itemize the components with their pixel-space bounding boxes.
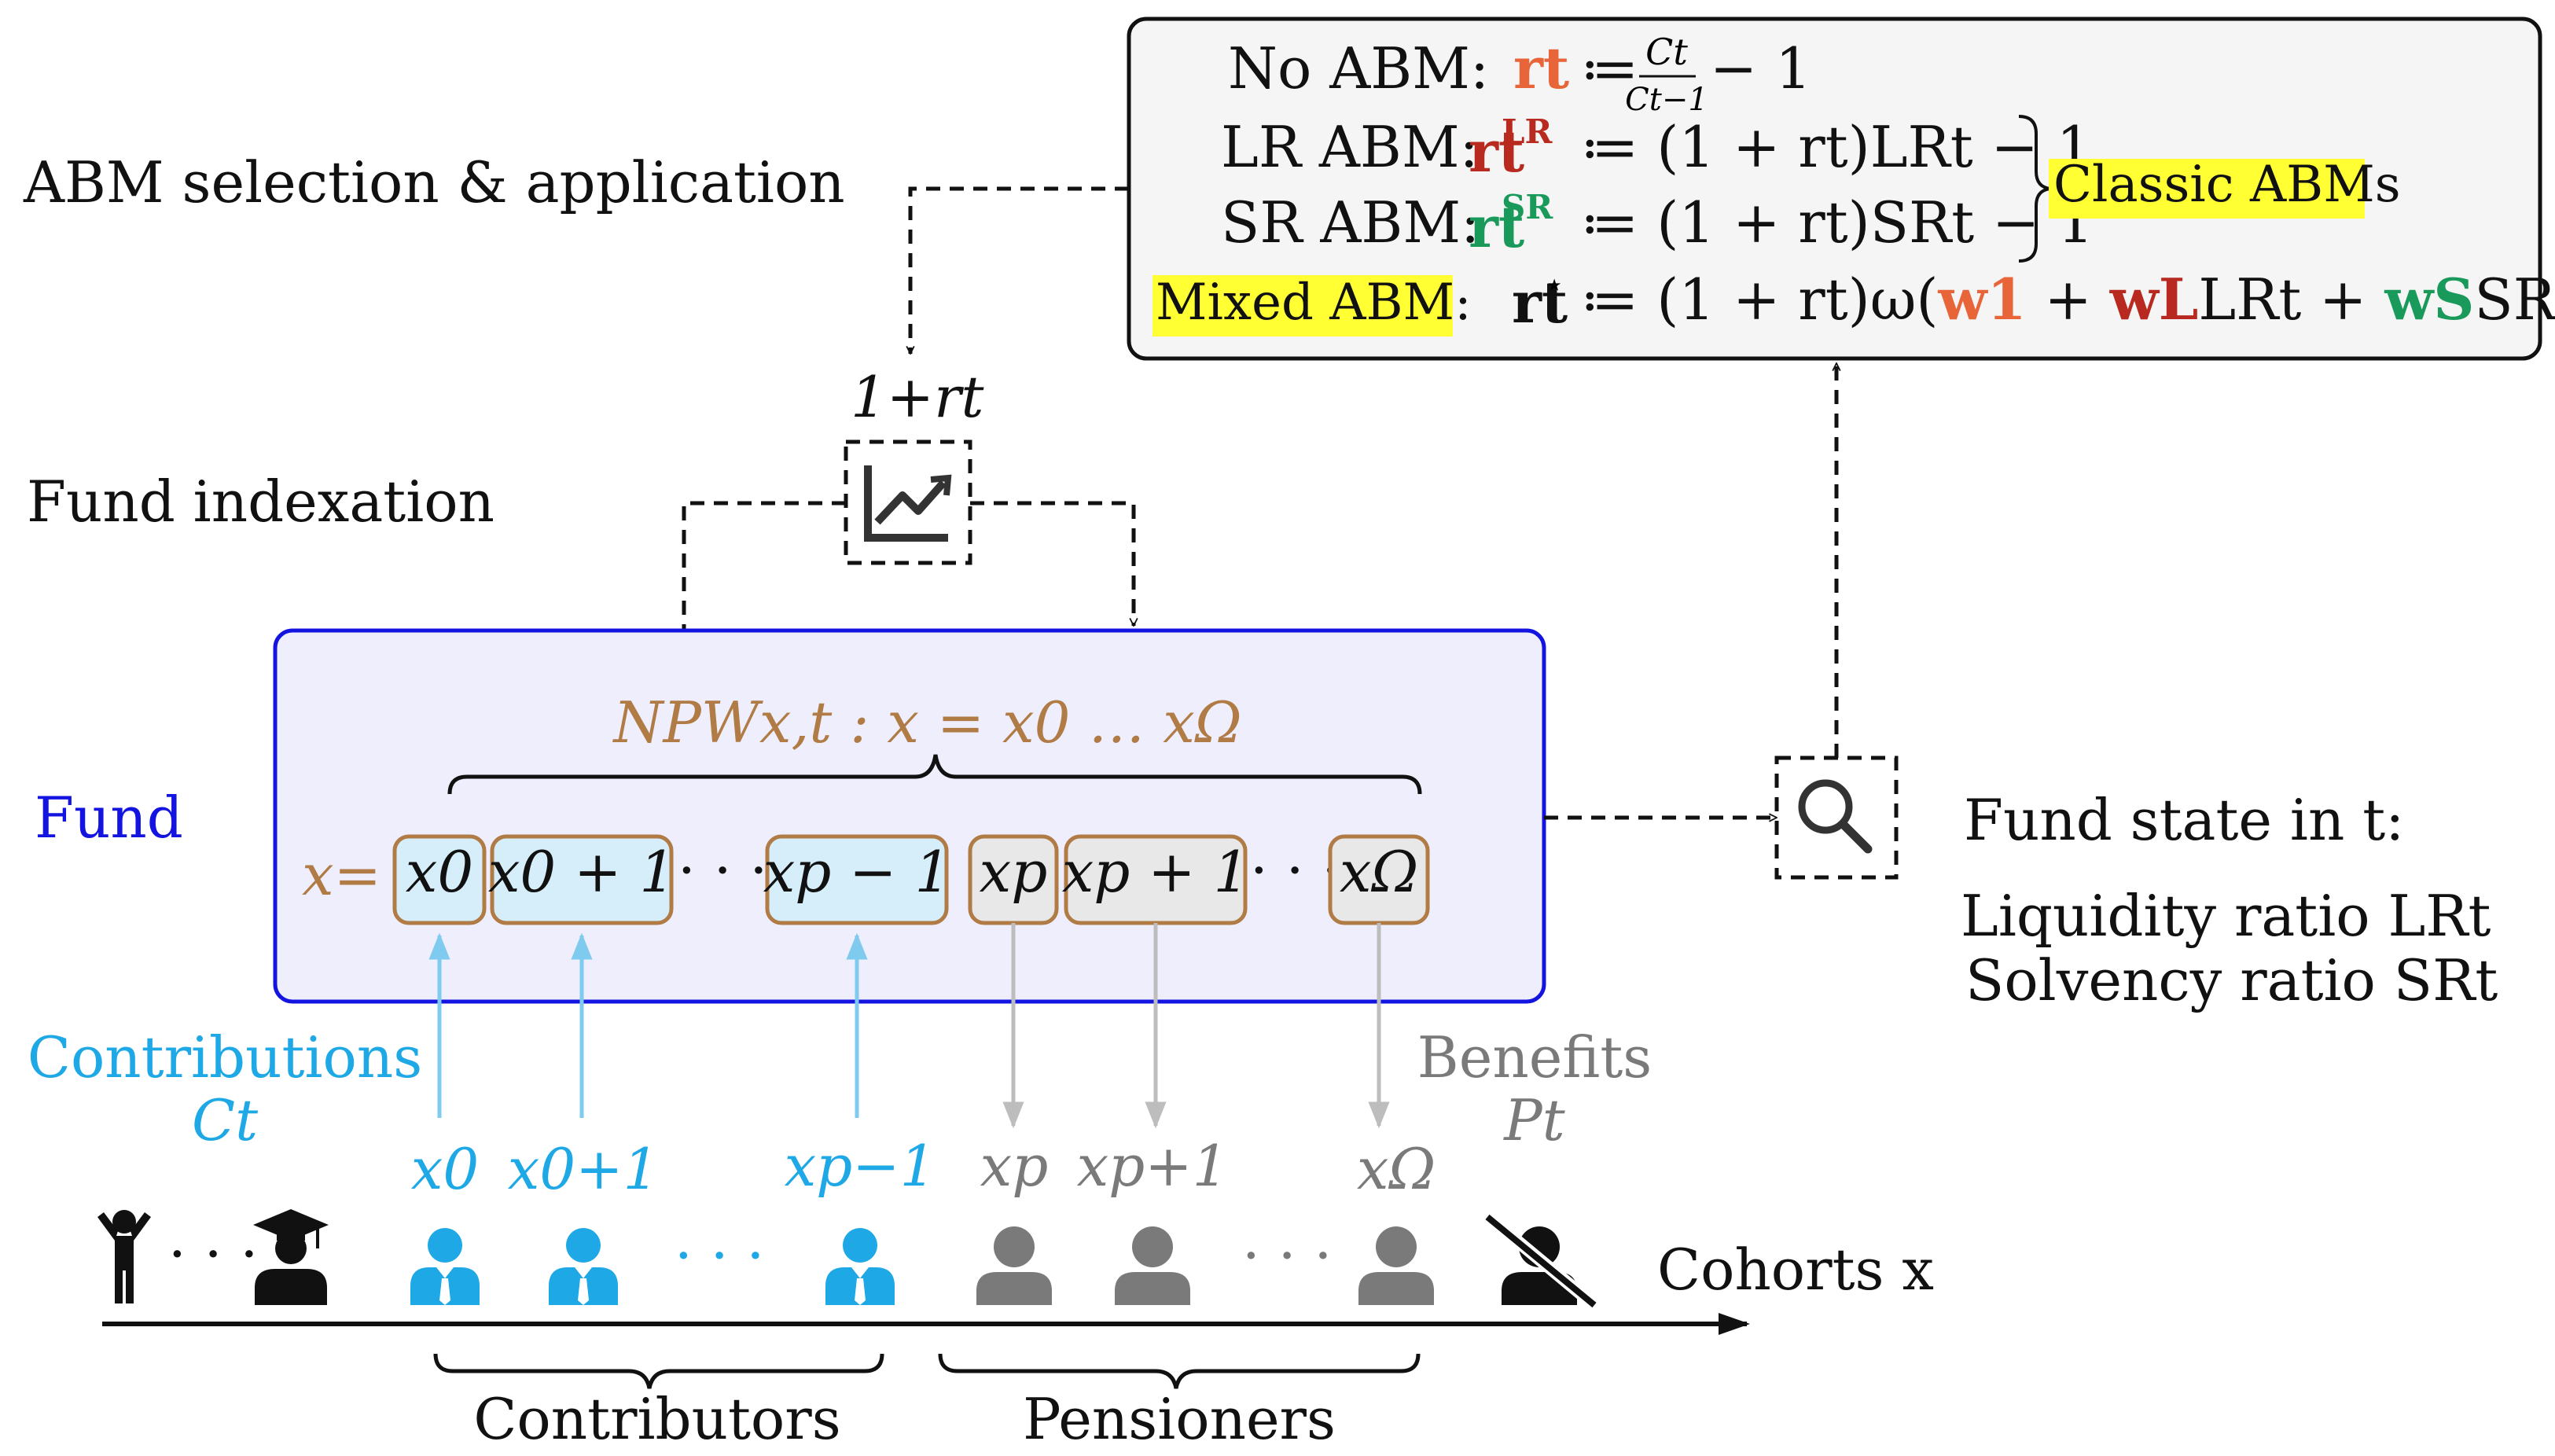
child-icon [97, 1210, 151, 1303]
mixed-w1: w1 [1938, 266, 2027, 333]
solvency-ratio-label: Solvency ratio SRt [1965, 947, 2498, 1013]
mixed-abm-rhs: ≔ (1 + rt)ω(w1 + wLLRt + wSSRt) − 1 [1580, 266, 2555, 333]
npw-box-label: xp [980, 839, 1048, 905]
mixed-abm-rhs-a: ≔ (1 + rt)ω( [1580, 267, 1939, 333]
dots-pensioners: · · · [1242, 1223, 1332, 1289]
no-abm-numerator: Ct [1645, 31, 1688, 73]
npw-dots-pension: · · · [1250, 837, 1340, 903]
mixed-abm-sup: ⋆ [1544, 265, 1564, 303]
pensioners-label: Pensioners [1023, 1386, 1336, 1452]
pensioners-brace [938, 1353, 1421, 1389]
person-tie-icon [410, 1228, 480, 1305]
person-icon [1115, 1226, 1190, 1305]
abm-selection-label: ABM selection & application [23, 149, 845, 215]
cohort-label: xp−1 [785, 1133, 936, 1199]
cohort-label: xΩ [1357, 1136, 1436, 1202]
npw-dots-contrib: · · · [678, 837, 767, 903]
lr-abm-sup: LR [1502, 112, 1553, 151]
person-icon [1358, 1226, 1434, 1305]
sr-abm-var: rt [1469, 193, 1524, 260]
fund-indexation-label: Fund indexation [27, 469, 494, 535]
sr-abm-sup: SR [1502, 188, 1553, 226]
cohort-label: xp+1 [1077, 1133, 1229, 1199]
npw-box-x0 [392, 834, 487, 925]
liquidity-ratio-label: Liquidity ratio LRt [1961, 883, 2491, 949]
trending-up-icon [864, 465, 952, 542]
person-tie-icon [549, 1228, 618, 1305]
lr-abm-name: LR ABM: [1221, 114, 1479, 180]
dots-contributors: · · · [675, 1223, 764, 1289]
index-to-fund-arrow [970, 501, 1134, 626]
npw-box-label: x0 [406, 839, 473, 905]
fund-label: Fund [35, 785, 183, 851]
person-crossed-icon [1485, 1214, 1599, 1311]
mixed-abm-var: rt [1512, 269, 1568, 336]
mixed-lr: LRt + [2198, 267, 2384, 333]
mixed-sr: SRt) − 1 [2474, 267, 2555, 333]
fund-to-index-line [682, 501, 846, 629]
npw-box-xp-minus-1 [765, 834, 949, 925]
return-label: 1+rt [851, 364, 985, 430]
cohorts-axis-label: Cohorts x [1657, 1237, 1934, 1303]
mixed-plus1: + [2027, 267, 2110, 333]
no-abm-name: No ABM: [1228, 35, 1489, 101]
person-tie-icon [825, 1228, 895, 1305]
lr-abm-rhs: ≔ (1 + rt)LRt − 1 [1580, 114, 2093, 180]
mixed-abm-name: Mixed ABM: [1156, 274, 1472, 332]
npw-box-x0-plus-1 [490, 834, 674, 925]
state-icon-frame [1774, 756, 1899, 880]
fund-state-title: Fund state in t: [1964, 787, 2404, 853]
contributions-symbol: Ct [192, 1087, 259, 1153]
dots-young: · · · [168, 1221, 258, 1287]
cohort-label: xp [980, 1133, 1049, 1199]
npw-title: NPWx,t : x = x0 … xΩ [612, 689, 1241, 756]
abm-to-return-arrow [910, 186, 1129, 354]
graduate-icon [253, 1209, 329, 1305]
npw-x-prefix: x= [302, 842, 381, 908]
npw-box-label: xp − 1 [763, 839, 951, 905]
benefits-symbol: Pt [1502, 1087, 1565, 1153]
classic-abm-highlight [2049, 159, 2365, 219]
no-abm-rhs: − 1 [1710, 35, 1811, 101]
contributions-label: Contributions [28, 1024, 422, 1090]
sr-abm-rhs: ≔ (1 + rt)SRt − 1 [1580, 189, 2094, 256]
contributors-brace [433, 1353, 884, 1389]
mixed-abm-highlight [1153, 275, 1453, 336]
no-abm-assign: ≔ [1580, 35, 1638, 101]
benefits-label: Benefits [1417, 1024, 1652, 1090]
person-icon [976, 1226, 1052, 1305]
sr-abm-name: SR ABM: [1221, 189, 1480, 256]
lr-abm-var: rt [1469, 118, 1524, 185]
mixed-ws: wS [2384, 266, 2474, 333]
contributors-label: Contributors [473, 1386, 840, 1452]
cohort-label: x0+1 [508, 1136, 660, 1202]
fund-box [273, 628, 1546, 1004]
npw-box-label: x0 + 1 [488, 839, 675, 905]
no-abm-var: rt [1513, 35, 1569, 101]
classic-abm-label: Classic ABMs [2053, 156, 2401, 214]
npw-box-label: xΩ [1340, 839, 1418, 905]
search-icon [1798, 779, 1873, 854]
npw-box-label: xp + 1 [1062, 839, 1250, 905]
cohort-label: x0 [411, 1136, 479, 1202]
npw-brace [447, 754, 1422, 795]
mixed-wl: wL [2109, 266, 2199, 333]
no-abm-denominator: Ct−1 [1625, 82, 1708, 118]
